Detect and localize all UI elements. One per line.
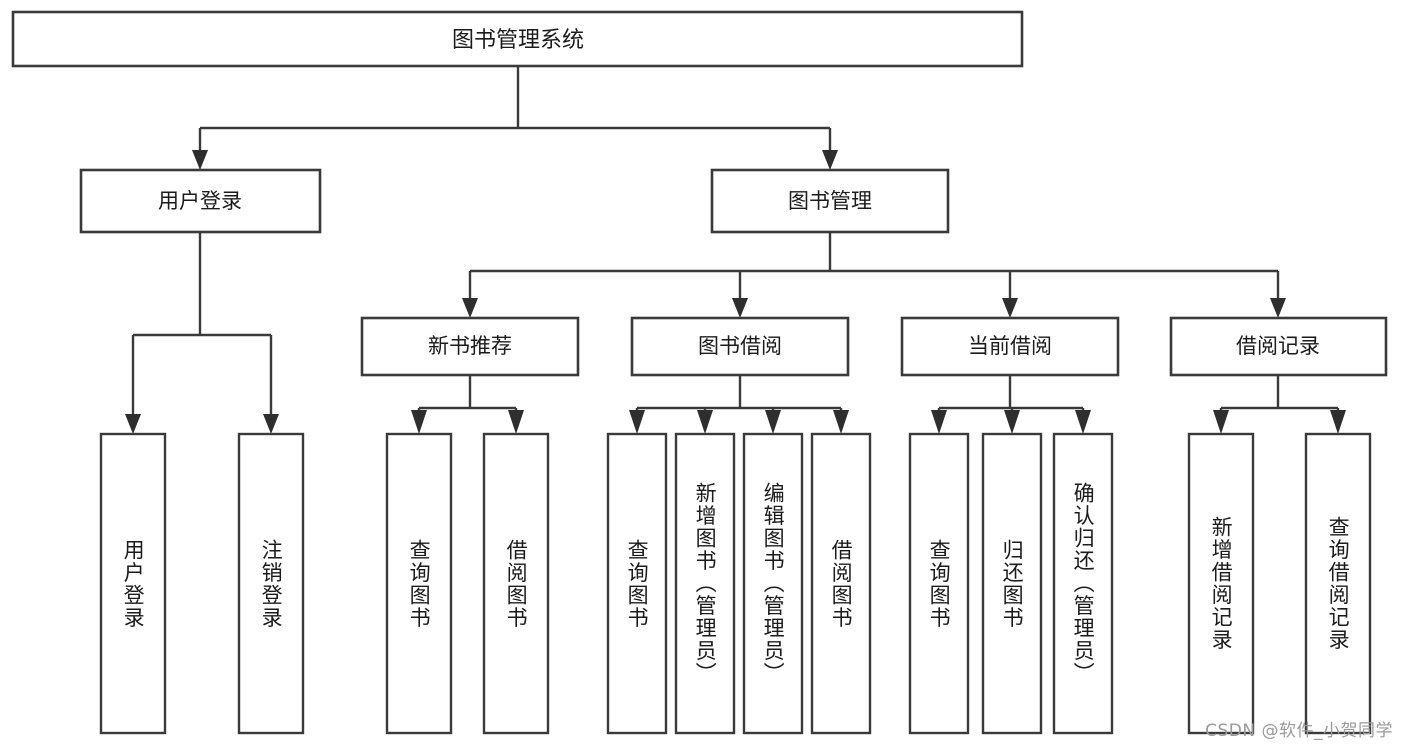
- node-book-manage-box[interactable]: [710, 168, 950, 234]
- arrow-head-icon: [1002, 298, 1018, 318]
- leaf-layer: [99, 432, 1372, 735]
- node-borrow-record-label: 借阅记录: [1236, 334, 1320, 358]
- node-book-borrow[interactable]: 图书借阅: [630, 316, 850, 377]
- node-borrow-record[interactable]: 借阅记录: [1169, 316, 1388, 377]
- leaf-box-query-book-3[interactable]: [908, 432, 970, 735]
- arrow-head-icon: [822, 150, 838, 170]
- arrow-head-icon: [931, 410, 947, 434]
- leaf-box-add-book[interactable]: [674, 432, 736, 735]
- leaf-box-edit-book[interactable]: [742, 432, 804, 735]
- arrow-head-icon: [1004, 410, 1020, 434]
- arrow-head-icon: [732, 298, 748, 318]
- arrow-head-icon: [192, 150, 208, 170]
- node-current-borrow[interactable]: 当前借阅: [900, 316, 1120, 377]
- node-new-book-rec[interactable]: 新书推荐: [360, 316, 580, 377]
- leaf-box-confirm-return[interactable]: [1052, 432, 1114, 735]
- node-book-manage-label: 图书管理: [788, 189, 872, 213]
- arrow-head-icon: [833, 410, 849, 434]
- arrow-head-icon: [263, 414, 279, 434]
- node-book-borrow-box[interactable]: [630, 316, 850, 377]
- arrow-head-icon: [629, 410, 645, 434]
- node-current-borrow-box[interactable]: [900, 316, 1120, 377]
- arrow-head-icon: [1213, 410, 1229, 434]
- node-book-borrow-label: 图书借阅: [698, 334, 782, 358]
- leaf-box-borrow-book-2[interactable]: [810, 432, 872, 735]
- arrow-head-icon: [125, 414, 141, 434]
- arrow-head-icon: [1075, 410, 1091, 434]
- node-root[interactable]: 图书管理系统: [11, 10, 1024, 68]
- leaf-box-borrow-book-1[interactable]: [482, 432, 550, 735]
- arrow-head-icon: [411, 410, 427, 434]
- leaf-box-user-login[interactable]: [99, 432, 167, 735]
- leaf-box-return-book[interactable]: [981, 432, 1043, 735]
- leaf-box-query-record[interactable]: [1304, 432, 1372, 735]
- node-user-login-label: 用户登录: [158, 189, 242, 213]
- arrow-head-icon: [697, 410, 713, 434]
- node-book-manage[interactable]: 图书管理: [710, 168, 950, 234]
- csdn-watermark: CSDN @软件_小贺同学: [1205, 721, 1393, 741]
- node-new-book-rec-label: 新书推荐: [428, 334, 512, 358]
- leaf-box-add-record[interactable]: [1187, 432, 1255, 735]
- node-current-borrow-label: 当前借阅: [968, 334, 1052, 358]
- node-borrow-record-box[interactable]: [1169, 316, 1388, 377]
- leaf-box-user-logout[interactable]: [237, 432, 305, 735]
- arrow-head-icon: [1330, 410, 1346, 434]
- arrow-head-icon: [765, 410, 781, 434]
- arrow-head-icon: [462, 298, 478, 318]
- node-new-book-rec-box[interactable]: [360, 316, 580, 377]
- arrow-head-icon: [1270, 298, 1286, 318]
- arrow-head-icon: [508, 410, 524, 434]
- node-root-label: 图书管理系统: [452, 28, 584, 53]
- node-user-login[interactable]: 用户登录: [79, 168, 322, 234]
- connector-layer: [125, 66, 1346, 434]
- leaf-box-query-book-1[interactable]: [385, 432, 453, 735]
- node-user-login-box[interactable]: [79, 168, 322, 234]
- leaf-box-query-book-2[interactable]: [606, 432, 668, 735]
- node-root-box[interactable]: [11, 10, 1024, 68]
